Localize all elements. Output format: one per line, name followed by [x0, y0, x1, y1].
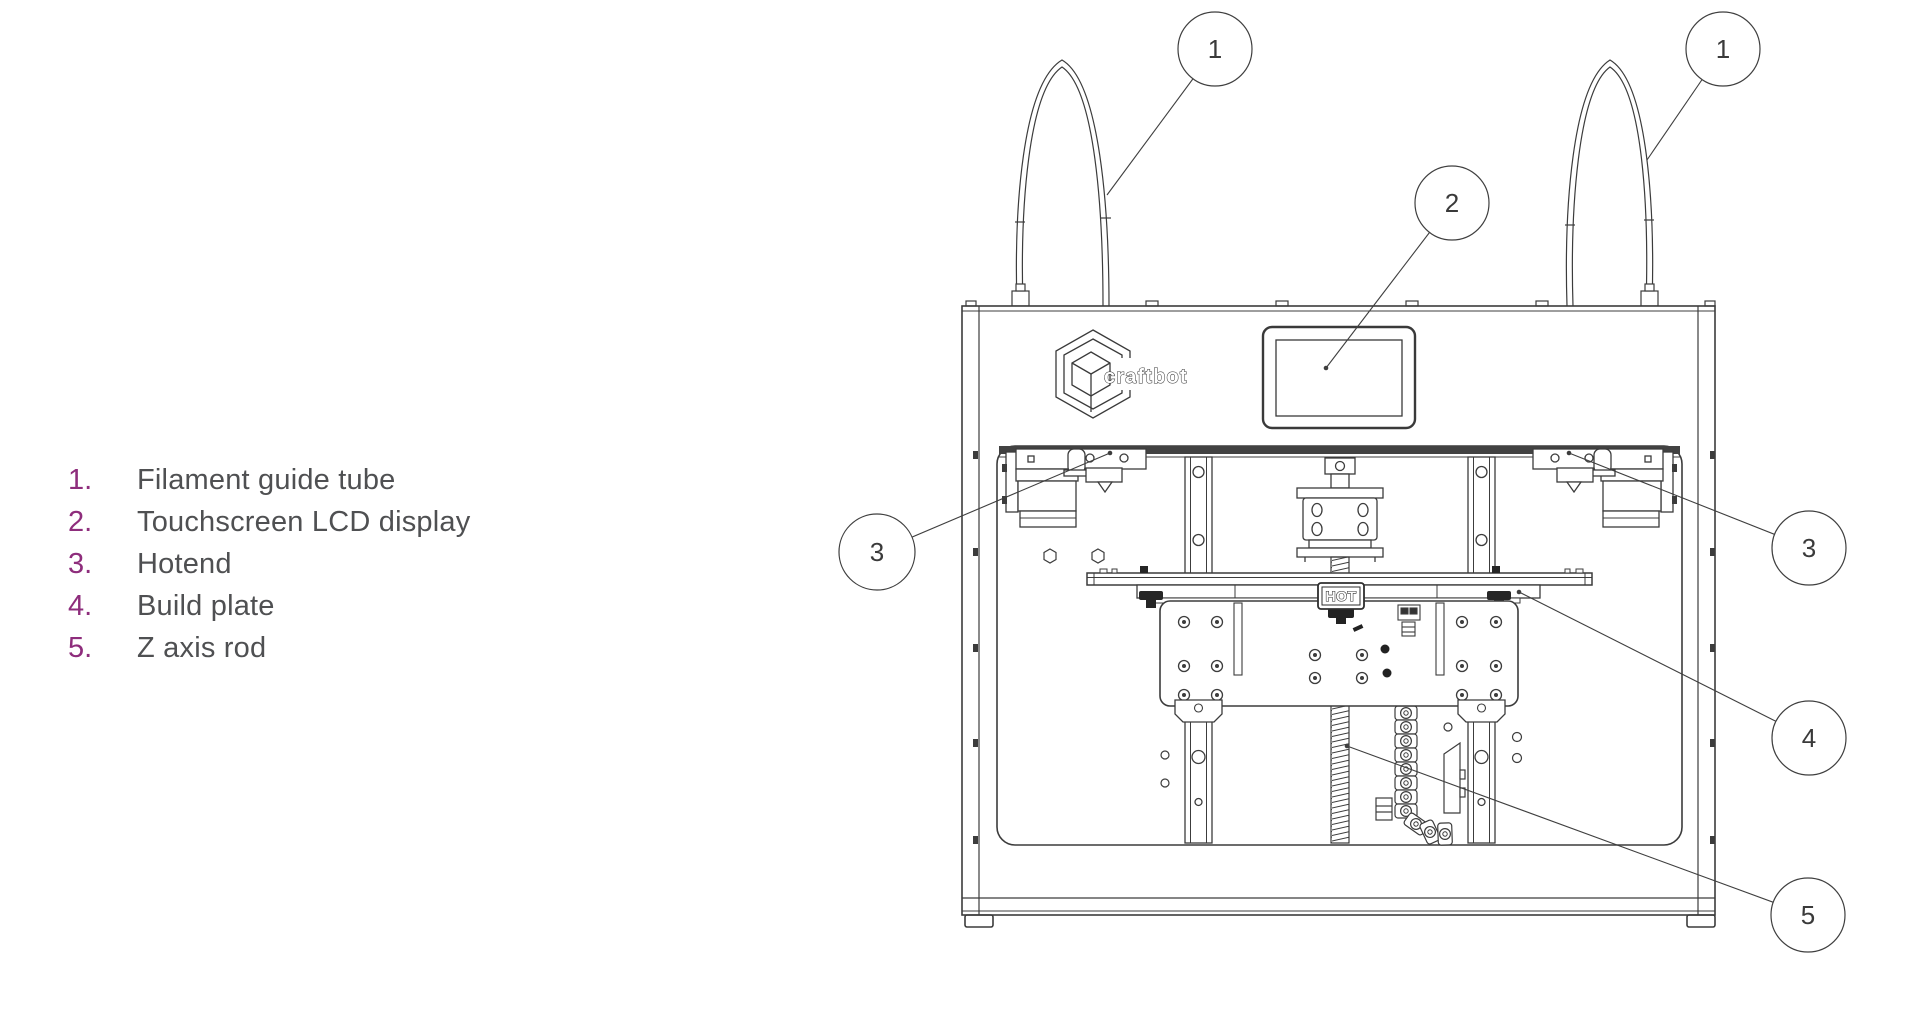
legend-item-1-number: 1. — [68, 464, 93, 496]
callout-5: 5 — [1770, 877, 1846, 953]
lcd-screen — [1275, 339, 1403, 417]
lcd-display — [1261, 325, 1417, 430]
craftbot-logo: craftbot — [1055, 329, 1188, 419]
craftbot-logo-text: craftbot — [1104, 366, 1187, 388]
legend-item-5-label: Z axis rod — [137, 632, 267, 664]
callout-2-number: 2 — [1445, 188, 1459, 218]
callout-1-left-number: 1 — [1208, 34, 1222, 64]
center-knob — [1328, 608, 1364, 632]
bed-connector — [1397, 604, 1421, 637]
leader-lines — [876, 48, 1810, 916]
legend-item-4-label: Build plate — [137, 590, 275, 622]
parts-legend: 1. Filament guide tube 2. Touchscreen LC… — [68, 464, 470, 674]
legend-item-2-label: Touchscreen LCD display — [137, 506, 471, 538]
hot-warning-label: HOT — [1317, 582, 1365, 610]
callout-3-right-number: 3 — [1802, 533, 1816, 563]
z-axis-motor — [1296, 457, 1384, 562]
callout-5-number: 5 — [1801, 900, 1815, 930]
callout-3-left: 3 — [838, 513, 916, 591]
filament-guide-tube-left — [1011, 59, 1111, 307]
legend-item-4-number: 4. — [68, 590, 93, 622]
cable-chain-bracket — [1375, 741, 1466, 821]
callout-3-right: 3 — [1771, 510, 1847, 586]
lid-tabs — [965, 300, 1716, 307]
callout-balloons: 1 1 2 3 3 4 5 — [838, 11, 1847, 953]
hotend-left — [1002, 448, 1147, 528]
callout-2: 2 — [1414, 165, 1490, 241]
callout-1-right-number: 1 — [1716, 34, 1730, 64]
legend-item-2-number: 2. — [68, 506, 93, 538]
z-carriage-plate — [1159, 600, 1519, 723]
legend-item-1: 1. Filament guide tube — [68, 464, 470, 506]
callout-4-number: 4 — [1802, 723, 1816, 753]
legend-item-3: 3. Hotend — [68, 548, 470, 590]
craftbot-logo-icon — [1055, 329, 1134, 419]
filament-guide-tube-right — [1565, 59, 1659, 307]
back-panel-fasteners — [1043, 548, 1523, 788]
legend-item-5-number: 5. — [68, 632, 93, 664]
callout-1-right: 1 — [1685, 11, 1761, 87]
legend-item-2: 2. Touchscreen LCD display — [68, 506, 470, 548]
side-screws — [973, 451, 1715, 844]
legend-item-5: 5. Z axis rod — [68, 632, 470, 674]
lcd-leader-dot — [1323, 365, 1329, 371]
legend-item-4: 4. Build plate — [68, 590, 470, 632]
legend-item-3-label: Hotend — [137, 548, 232, 580]
callout-3-left-number: 3 — [870, 537, 884, 567]
build-plate-leader-dot — [1516, 589, 1522, 595]
legend-item-1-label: Filament guide tube — [137, 464, 396, 496]
callout-4: 4 — [1771, 700, 1847, 776]
callout-1-left: 1 — [1177, 11, 1253, 87]
legend-item-3-number: 3. — [68, 548, 93, 580]
printer-foot-right — [1686, 914, 1716, 928]
hot-warning-text: HOT — [1325, 588, 1356, 604]
printer-foot-left — [964, 914, 994, 928]
hotend-right — [1532, 448, 1677, 528]
gantry-rail — [999, 446, 1680, 454]
z-rod-leader-dot — [1344, 743, 1350, 749]
